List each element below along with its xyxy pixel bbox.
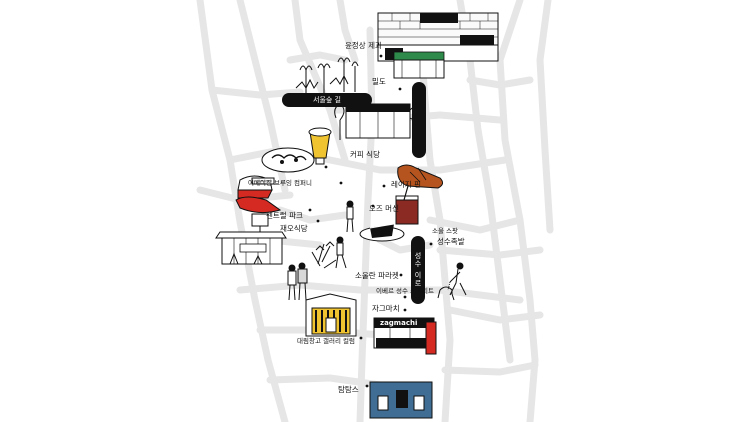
place-label-soulran: 소울란 파라켓 bbox=[355, 271, 399, 280]
zagmachi-sign: zagmachi bbox=[380, 319, 418, 327]
place-label-zagmachi: 자그마치 bbox=[372, 304, 400, 313]
place-label-mildo: 밀도 bbox=[372, 77, 386, 86]
couple-illustration bbox=[287, 262, 308, 301]
place-label-amazing: 어메이징 브루잉 컴퍼니 bbox=[248, 179, 312, 187]
place-label-jokbal: 성수족발 bbox=[437, 237, 465, 246]
beer-glass bbox=[308, 127, 332, 165]
cap-illustration bbox=[235, 175, 282, 214]
person-standing-1 bbox=[346, 200, 354, 233]
tree-cluster-1 bbox=[295, 57, 359, 95]
building-bakery bbox=[377, 12, 499, 79]
place-label-coffee: 커피 식당 bbox=[350, 150, 380, 159]
road-sign-upper-vertical bbox=[412, 82, 426, 158]
road-sign-seongsu: 성수 이로 bbox=[411, 236, 425, 304]
place-label-jaeo: 재오식당 bbox=[280, 224, 308, 233]
cake-slice bbox=[359, 223, 405, 242]
person-with-dog bbox=[437, 262, 467, 301]
place-label-lazyfin: 레이지 핀 bbox=[391, 180, 421, 189]
plant-1 bbox=[311, 241, 337, 269]
place-label-bakery: 윤정상 제과 bbox=[345, 41, 382, 50]
drink-glass bbox=[395, 185, 419, 225]
food-plate bbox=[261, 147, 315, 173]
place-label-daelim: 대림창고 갤러리 컬럼 bbox=[297, 337, 355, 345]
place-label-tamtams: 탐탐스 bbox=[338, 385, 359, 394]
person-walking bbox=[335, 236, 347, 269]
shoe-illustration bbox=[397, 164, 444, 189]
place-label-ibere: 이베르 성수 스트리트 bbox=[376, 287, 434, 295]
road-sign-seoulsup: 서울숲 길 bbox=[282, 93, 372, 107]
building-cafe bbox=[334, 103, 421, 140]
road-sign-seongsu-label: 성수 이로 bbox=[414, 252, 422, 288]
zagmachi-building bbox=[373, 317, 437, 355]
place-label-central: 센트럴 파크 bbox=[266, 211, 303, 220]
blue-building bbox=[369, 381, 433, 419]
place-label-soulspot: 소울 스팟 bbox=[432, 227, 458, 235]
place-dots bbox=[308, 54, 433, 388]
warehouse-illustration bbox=[305, 293, 357, 337]
road-sign-seoulsup-label: 서울숲 길 bbox=[313, 96, 341, 104]
place-label-oz: 오즈 머신 bbox=[369, 204, 399, 213]
stall-illustration bbox=[215, 231, 287, 265]
